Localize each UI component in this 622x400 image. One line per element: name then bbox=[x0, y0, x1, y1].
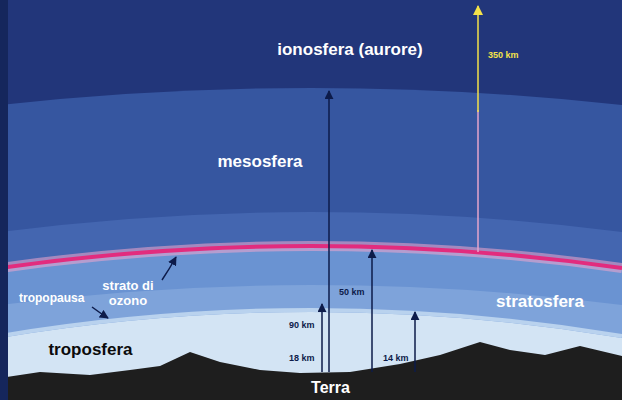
height-arrow-14 bbox=[414, 312, 416, 372]
height-arrow-18 bbox=[321, 304, 323, 372]
layer-band: mesosfera bbox=[213, 150, 307, 174]
layer-band: stratosfera bbox=[492, 290, 588, 314]
height-arrow-50 bbox=[371, 250, 373, 372]
callout-label: tropopausa bbox=[19, 292, 84, 306]
height-label: 50 km bbox=[339, 287, 365, 297]
layer-name: troposfera bbox=[48, 340, 132, 360]
tropopause-leader-line bbox=[92, 307, 108, 318]
ozone-glow bbox=[0, 246, 622, 268]
layer-name: Terra bbox=[311, 379, 350, 397]
height-label: 90 km bbox=[289, 320, 315, 330]
ozone-leader-line bbox=[162, 257, 176, 280]
layer-band: ionosfera (aurore) bbox=[273, 38, 427, 62]
height-arrow-350 bbox=[477, 6, 479, 112]
stratosphere-band-fill bbox=[0, 246, 622, 400]
lower-stratosphere-fill bbox=[0, 285, 622, 400]
mesosphere-band-fill bbox=[0, 88, 622, 400]
troposphere-band-fill bbox=[0, 312, 622, 400]
height-label: 350 km bbox=[488, 50, 519, 60]
tropopause-line bbox=[0, 310, 622, 336]
lower-mesosphere-fill bbox=[0, 212, 622, 400]
layer-name: ionosfera (aurore) bbox=[277, 40, 422, 60]
ground-band: Terra bbox=[307, 377, 354, 400]
left-frame-strip bbox=[0, 0, 8, 400]
height-arrow-90 bbox=[328, 91, 330, 372]
layer-name: mesosfera bbox=[217, 152, 302, 172]
layer-band: troposfera bbox=[44, 338, 137, 362]
height-arrow-350-lower bbox=[477, 110, 479, 252]
layer-name: stratosfera bbox=[496, 292, 584, 312]
ozone-layer-line bbox=[0, 246, 622, 268]
height-label: 14 km bbox=[383, 353, 409, 363]
callout-label: strato di ozono bbox=[97, 279, 159, 309]
height-label: 18 km bbox=[289, 353, 315, 363]
